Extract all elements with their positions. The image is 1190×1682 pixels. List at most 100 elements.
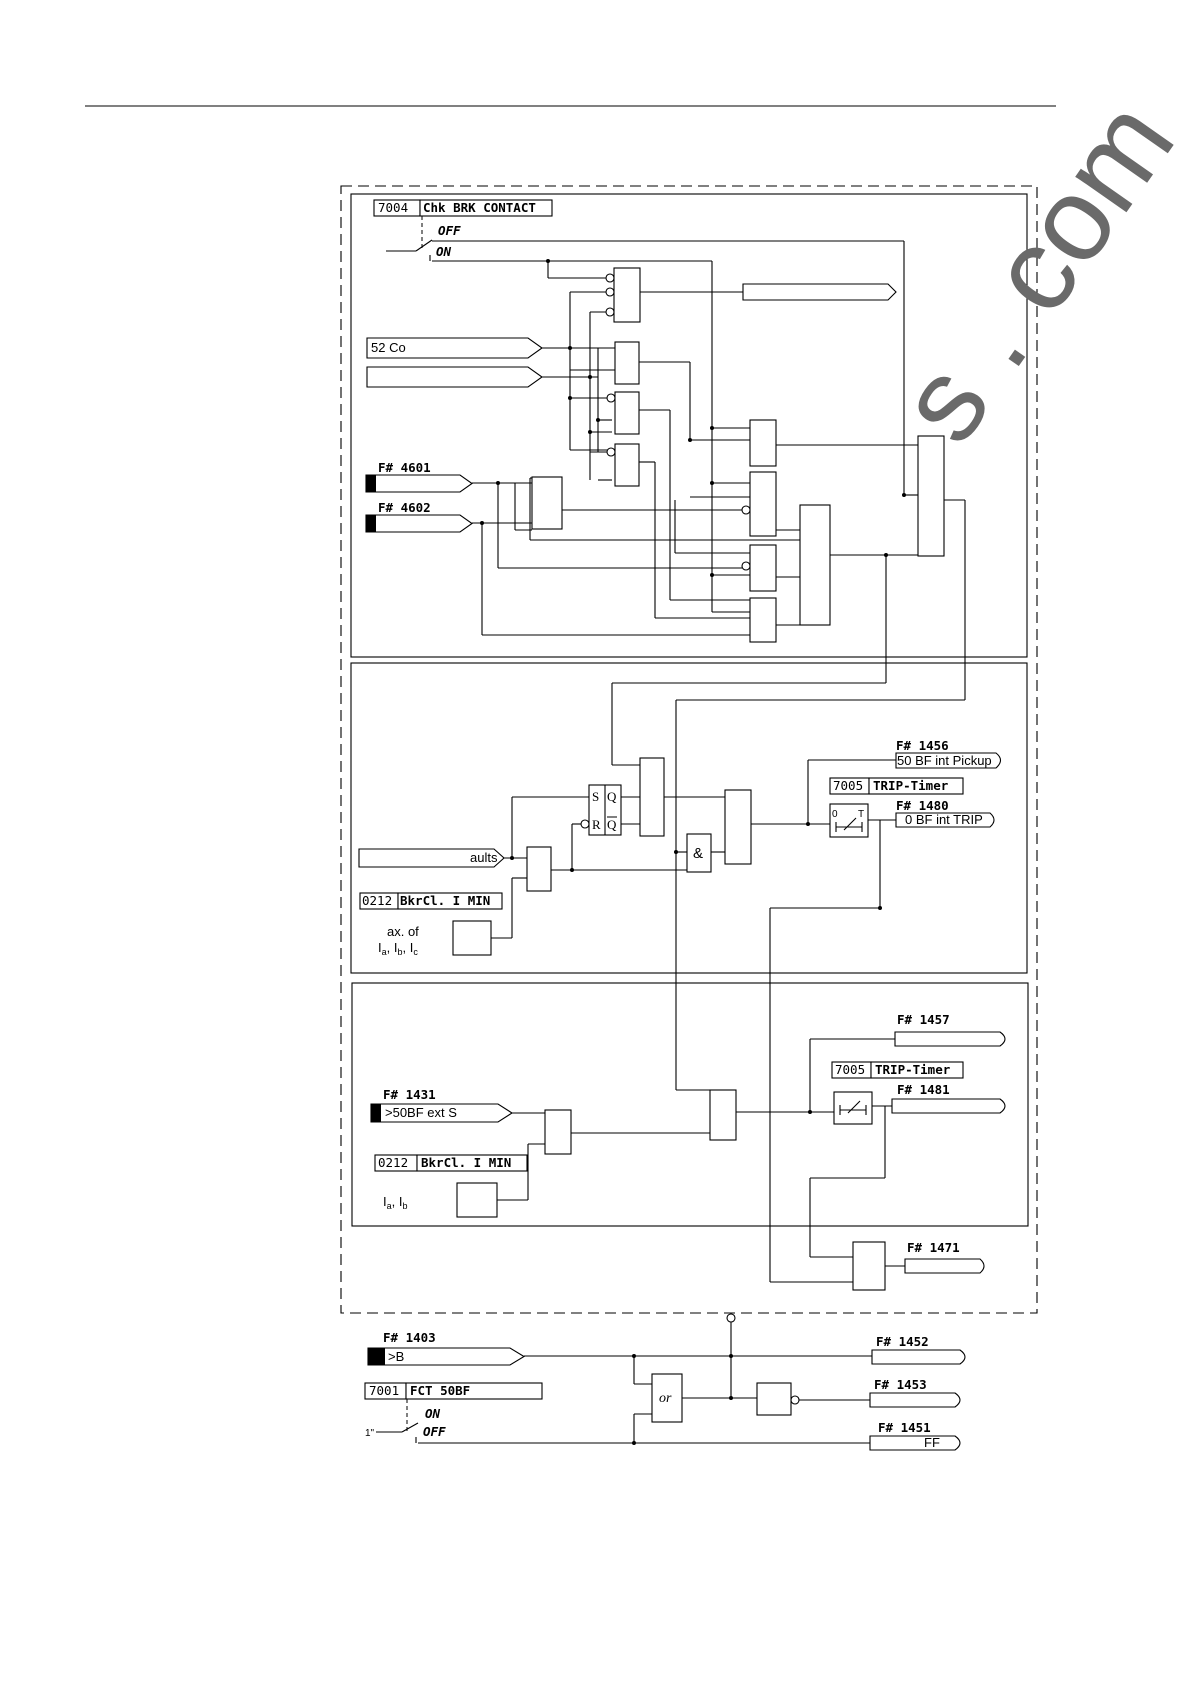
param-7004-addr: 7004 xyxy=(378,200,408,215)
fct-switch-on: ON xyxy=(425,1406,441,1421)
timer-7005-name-2: TRIP-Timer xyxy=(875,1062,951,1077)
section-internal-start: F# 1456 50 BF int Pickup 7005 TRIP-Timer… xyxy=(350,662,1028,1283)
not-gate xyxy=(756,1382,792,1416)
input-4601 xyxy=(365,474,473,493)
gate-s1-i xyxy=(749,597,777,643)
chk-switch-contact xyxy=(386,239,904,262)
currents-abc: Ia, Ib, Ic xyxy=(378,940,418,957)
out-1456-text: 50 BF int Pickup xyxy=(897,753,992,768)
out-1457-code: F# 1457 xyxy=(897,1012,950,1027)
svg-text:Q: Q xyxy=(607,789,617,804)
input-52-co-label: 52 Co xyxy=(371,340,406,355)
and-symbol: & xyxy=(693,845,703,862)
section2-wiring xyxy=(491,759,896,1283)
gate-1471 xyxy=(852,1241,886,1291)
section1-wiring xyxy=(472,241,966,700)
out-1453-code: F# 1453 xyxy=(874,1377,927,1392)
input-4602-code: F# 4602 xyxy=(378,500,431,515)
input-1403 xyxy=(367,1347,526,1366)
input-1431-code: F# 1431 xyxy=(383,1087,436,1102)
gate-s2-imin xyxy=(452,920,492,956)
input-52-co xyxy=(366,337,543,359)
param-7004-name-box xyxy=(419,199,553,217)
output-1453 xyxy=(869,1392,961,1408)
out-1451-code: F# 1451 xyxy=(878,1420,931,1435)
section3-wiring xyxy=(497,1038,905,1267)
gate-s3-a xyxy=(544,1109,572,1155)
input-1403-text: >B xyxy=(388,1349,404,1364)
bottom-wiring xyxy=(524,1322,872,1443)
output-1451 xyxy=(869,1435,961,1451)
gate-s2-b xyxy=(724,789,752,865)
currents-ab: Ia, Ib xyxy=(383,1194,408,1211)
gate-s1-a xyxy=(613,267,641,323)
output-arrow-top xyxy=(742,283,897,301)
section-external-start: F# 1457 7005 TRIP-Timer F# 1481 F# 1431 … xyxy=(351,982,1029,1291)
out-1481-code: F# 1481 xyxy=(897,1082,950,1097)
or-label: or xyxy=(659,1391,672,1406)
input-52-co-2 xyxy=(366,366,543,388)
svg-text:R: R xyxy=(592,817,601,832)
input-faults xyxy=(358,848,505,868)
output-1456 xyxy=(895,752,1002,769)
output-1471 xyxy=(904,1258,985,1274)
input-4601-code: F# 4601 xyxy=(378,460,431,475)
switch-off-label: OFF xyxy=(438,223,461,238)
default-mark: 1" xyxy=(365,1428,375,1439)
output-1481 xyxy=(891,1098,1006,1114)
svg-text:T: T xyxy=(858,809,864,820)
outer-dashed-frame xyxy=(340,185,1038,1314)
switch-on-label: ON xyxy=(436,244,452,259)
out-1456-code: F# 1456 xyxy=(896,738,949,753)
output-1480 xyxy=(895,812,995,828)
out-1452-code: F# 1452 xyxy=(876,1334,929,1349)
section-function-enable: F# 1403 >B F# 1452 F# 1453 F# 1451 FF 70… xyxy=(364,1313,966,1451)
gate-s1-c xyxy=(614,391,640,435)
section1-gates xyxy=(531,267,945,643)
out-1451-text: FF xyxy=(924,1435,940,1450)
gate-s1-final xyxy=(917,435,945,557)
out-1480-text: 0 BF int TRIP xyxy=(905,812,983,827)
output-1452 xyxy=(871,1349,966,1365)
out-1471-code: F# 1471 xyxy=(907,1240,960,1255)
timer-7005-addr: 7005 xyxy=(833,778,863,793)
svg-text:0: 0 xyxy=(832,809,838,820)
input-1431-text: >50BF ext S xyxy=(385,1105,457,1120)
input-faults-label: aults xyxy=(470,850,498,865)
param-0212-name: BkrCl. I MIN xyxy=(400,893,490,908)
watermark: s . com xyxy=(873,78,1190,465)
svg-text:Q: Q xyxy=(607,817,617,832)
out-1480-code: F# 1480 xyxy=(896,798,949,813)
gate-s1-f xyxy=(749,419,777,467)
timer-7005-name: TRIP-Timer xyxy=(873,778,949,793)
output-1457 xyxy=(894,1031,1006,1047)
input-1431 xyxy=(370,1103,514,1123)
param-0212-name-2: BkrCl. I MIN xyxy=(421,1155,511,1170)
input-4602 xyxy=(365,514,473,533)
param-7001-name: FCT 50BF xyxy=(410,1383,470,1398)
gate-s1-d xyxy=(614,443,640,487)
section1-junctions xyxy=(480,259,906,577)
gate-s2-and xyxy=(686,833,712,873)
gate-s1-or xyxy=(799,504,831,626)
param-7001-addr: 7001 xyxy=(369,1383,399,1398)
svg-text:S: S xyxy=(592,789,599,804)
param-7004-name: Chk BRK CONTACT xyxy=(423,200,536,215)
timer-7005-addr-2: 7005 xyxy=(835,1062,865,1077)
fct-switch-off: OFF xyxy=(423,1424,446,1439)
gate-s1-e xyxy=(531,476,563,530)
gate-s3-imin xyxy=(456,1182,498,1218)
gate-s1-g xyxy=(749,471,777,537)
gate-s1-h xyxy=(749,544,777,592)
input-1403-code: F# 1403 xyxy=(383,1330,436,1345)
or-gate xyxy=(651,1373,683,1423)
gate-s2-a xyxy=(639,757,665,837)
gate-s1-b xyxy=(614,341,640,385)
max-label: ax. of xyxy=(387,924,419,939)
param-0212-addr: 0212 xyxy=(362,893,392,908)
param-0212-addr-2: 0212 xyxy=(378,1155,408,1170)
section-breaker-contact: 7004 Chk BRK CONTACT OFF ON 52 Co F# 460… xyxy=(350,193,1028,700)
gate-s2-c xyxy=(526,846,552,892)
gate-s3-b xyxy=(709,1089,737,1141)
